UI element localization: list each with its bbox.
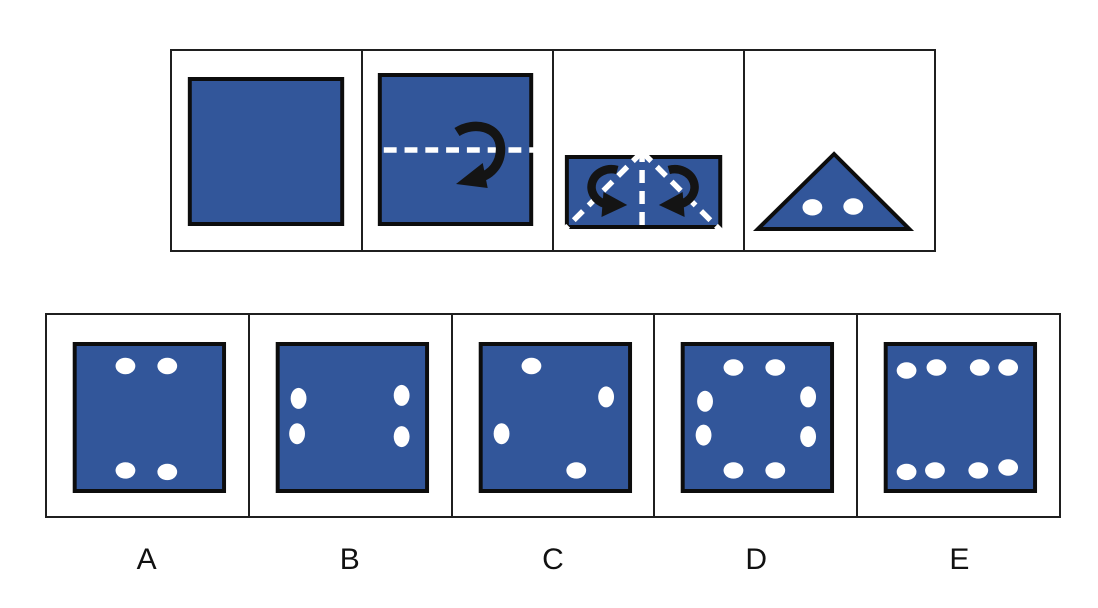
option-d-holes — [696, 359, 817, 479]
clockwise-fold-arrow-icon — [454, 121, 506, 183]
fold-sequence-strip — [170, 49, 936, 252]
punched-hole — [998, 359, 1019, 376]
option-a-graphic — [72, 342, 227, 493]
option-c-graphic — [478, 342, 632, 493]
punched-hole — [843, 198, 864, 215]
punched-hole — [696, 424, 712, 446]
clockwise-fold-arrow-icon — [658, 164, 699, 217]
sequence-panel-3 — [554, 51, 745, 250]
option-e-graphic — [883, 342, 1038, 493]
punched-hole — [115, 357, 136, 375]
punched-hole — [926, 359, 947, 376]
punched-hole — [896, 362, 917, 379]
punched-hole — [800, 386, 817, 408]
punched-hole — [393, 426, 410, 448]
punched-hole — [896, 463, 917, 481]
punched-triangle-graphic — [752, 151, 915, 231]
punched-hole — [723, 359, 744, 376]
option-label-a[interactable]: A — [136, 543, 157, 576]
triangle-holes — [802, 198, 864, 216]
punched-hole — [765, 462, 786, 479]
punched-hole — [115, 462, 136, 479]
option-cell-c[interactable] — [453, 315, 656, 516]
option-square — [681, 342, 835, 493]
option-label-e[interactable]: E — [949, 543, 970, 576]
option-square — [478, 342, 632, 493]
punched-hole — [723, 462, 744, 479]
answer-options-strip — [45, 313, 1061, 518]
sequence-panel-2 — [363, 51, 554, 250]
option-label-c[interactable]: C — [542, 543, 564, 576]
punched-hole — [802, 199, 823, 216]
option-label-d[interactable]: D — [745, 543, 768, 576]
fold-corners-step-graphic — [556, 149, 729, 238]
punched-hole — [968, 462, 989, 479]
option-e-holes — [896, 359, 1019, 481]
punched-hole — [925, 462, 946, 479]
punched-hole — [998, 459, 1019, 476]
option-cell-a[interactable] — [47, 315, 250, 516]
folded-triangle — [752, 151, 915, 231]
option-cell-e[interactable] — [858, 315, 1059, 516]
punched-hole — [157, 463, 178, 481]
unfolded-square-graphic — [187, 77, 345, 226]
option-c-holes — [493, 357, 614, 479]
punched-hole — [288, 423, 305, 445]
punched-hole — [970, 359, 990, 376]
punched-hole — [765, 359, 786, 376]
sequence-panel-4 — [745, 51, 934, 250]
punched-hole — [565, 462, 586, 479]
option-b-graphic — [275, 342, 429, 493]
fold-arrowhead-icon — [456, 163, 488, 188]
punched-hole — [521, 357, 541, 375]
sequence-panel-1 — [172, 51, 363, 250]
option-label-b[interactable]: B — [339, 543, 360, 576]
punched-hole — [493, 423, 510, 445]
option-d-graphic — [681, 342, 835, 493]
punched-hole — [597, 386, 614, 408]
fold-down-step-graphic — [377, 73, 537, 226]
punched-hole — [290, 387, 307, 409]
paper-square — [187, 77, 345, 226]
option-cell-b[interactable] — [250, 315, 453, 516]
punched-hole — [393, 384, 410, 406]
option-b-holes — [288, 384, 410, 448]
punched-hole — [800, 426, 817, 448]
option-labels-row: A B C D E — [45, 542, 1061, 578]
option-square — [275, 342, 429, 493]
punched-hole — [697, 390, 714, 412]
option-cell-d[interactable] — [655, 315, 859, 516]
option-square — [72, 342, 227, 493]
punched-hole — [157, 357, 178, 375]
counterclockwise-fold-arrow-icon — [587, 164, 628, 217]
option-a-holes — [115, 357, 178, 481]
